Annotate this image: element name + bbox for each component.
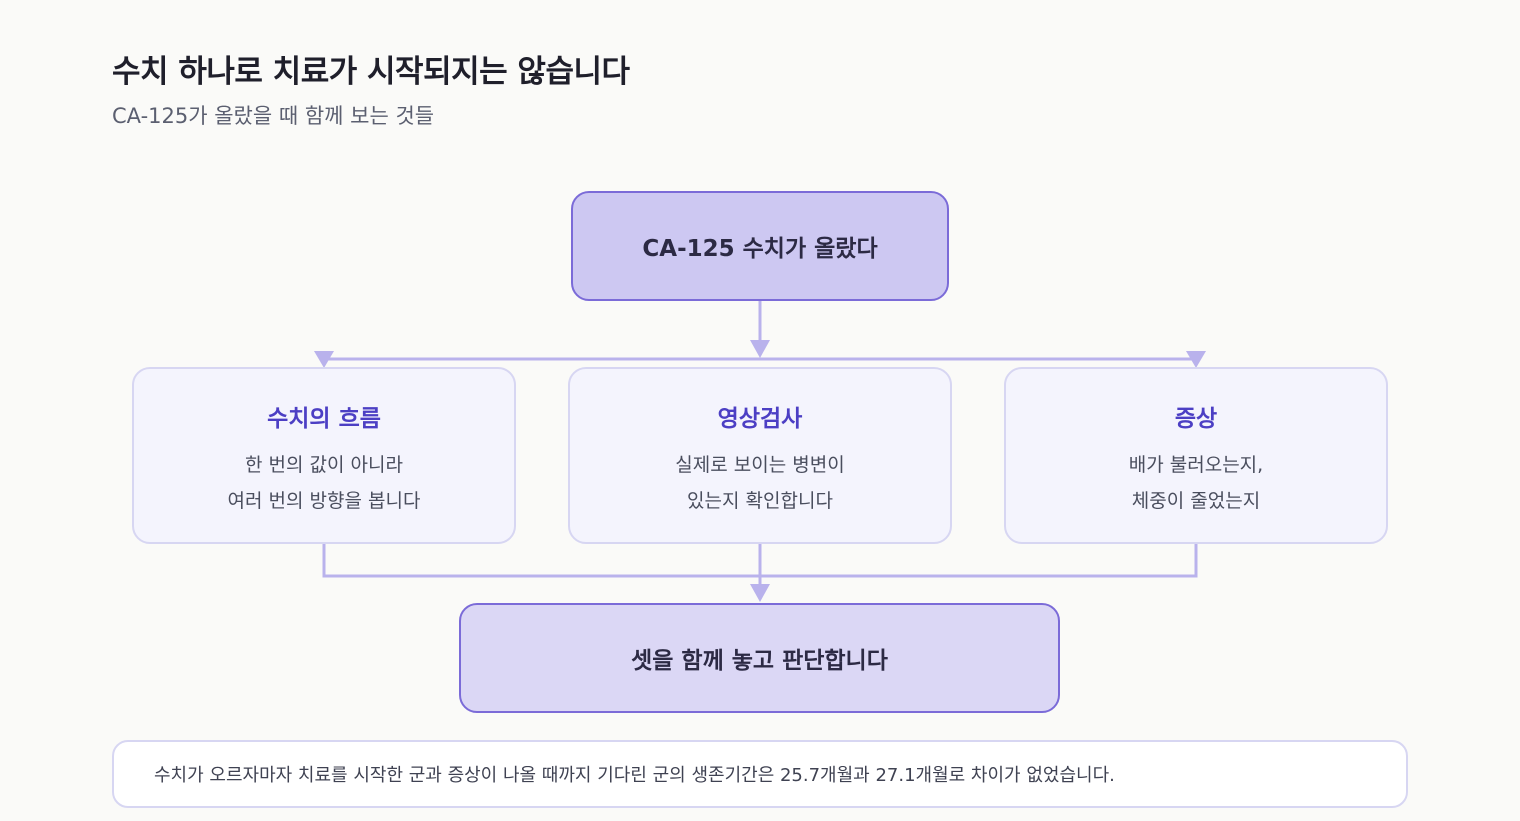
card-trend-heading: 수치의 흐름 <box>267 406 381 432</box>
page-subtitle: CA-125가 올랐을 때 함께 보는 것들 <box>112 104 435 128</box>
bottom-node-label: 셋을 함께 놓고 판단합니다 <box>631 648 888 674</box>
arrow-head-left <box>314 351 334 368</box>
top-node: CA-125 수치가 올랐다 <box>571 191 949 301</box>
card-symptoms-line: 체중이 줄었는지 <box>1131 490 1261 512</box>
arrow-head-right <box>1186 351 1206 368</box>
card-imaging-line: 실제로 보이는 병변이 <box>675 454 845 476</box>
card-symptoms-heading: 증상 <box>1174 406 1218 432</box>
arrow-head-bottom <box>750 584 770 602</box>
card-trend-line: 한 번의 값이 아니라 <box>245 454 403 476</box>
arrow-head-top <box>750 340 770 358</box>
card-imaging: 영상검사 실제로 보이는 병변이 있는지 확인합니다 <box>568 367 952 544</box>
card-imaging-heading: 영상검사 <box>717 406 803 432</box>
card-imaging-line: 있는지 확인합니다 <box>687 490 833 512</box>
page-title: 수치 하나로 치료가 시작되지는 않습니다 <box>112 54 630 90</box>
footnote-box: 수치가 오르자마자 치료를 시작한 군과 증상이 나올 때까지 기다린 군의 생… <box>112 740 1408 808</box>
bottom-node: 셋을 함께 놓고 판단합니다 <box>459 603 1060 713</box>
card-symptoms-line: 배가 불러오는지, <box>1128 454 1264 476</box>
card-trend-line: 여러 번의 방향을 봅니다 <box>227 490 421 512</box>
card-trend: 수치의 흐름 한 번의 값이 아니라 여러 번의 방향을 봅니다 <box>132 367 516 544</box>
card-symptoms: 증상 배가 불러오는지, 체중이 줄었는지 <box>1004 367 1388 544</box>
top-node-label: CA-125 수치가 올랐다 <box>642 236 878 262</box>
footnote-text: 수치가 오르자마자 치료를 시작한 군과 증상이 나올 때까지 기다린 군의 생… <box>154 765 1115 786</box>
